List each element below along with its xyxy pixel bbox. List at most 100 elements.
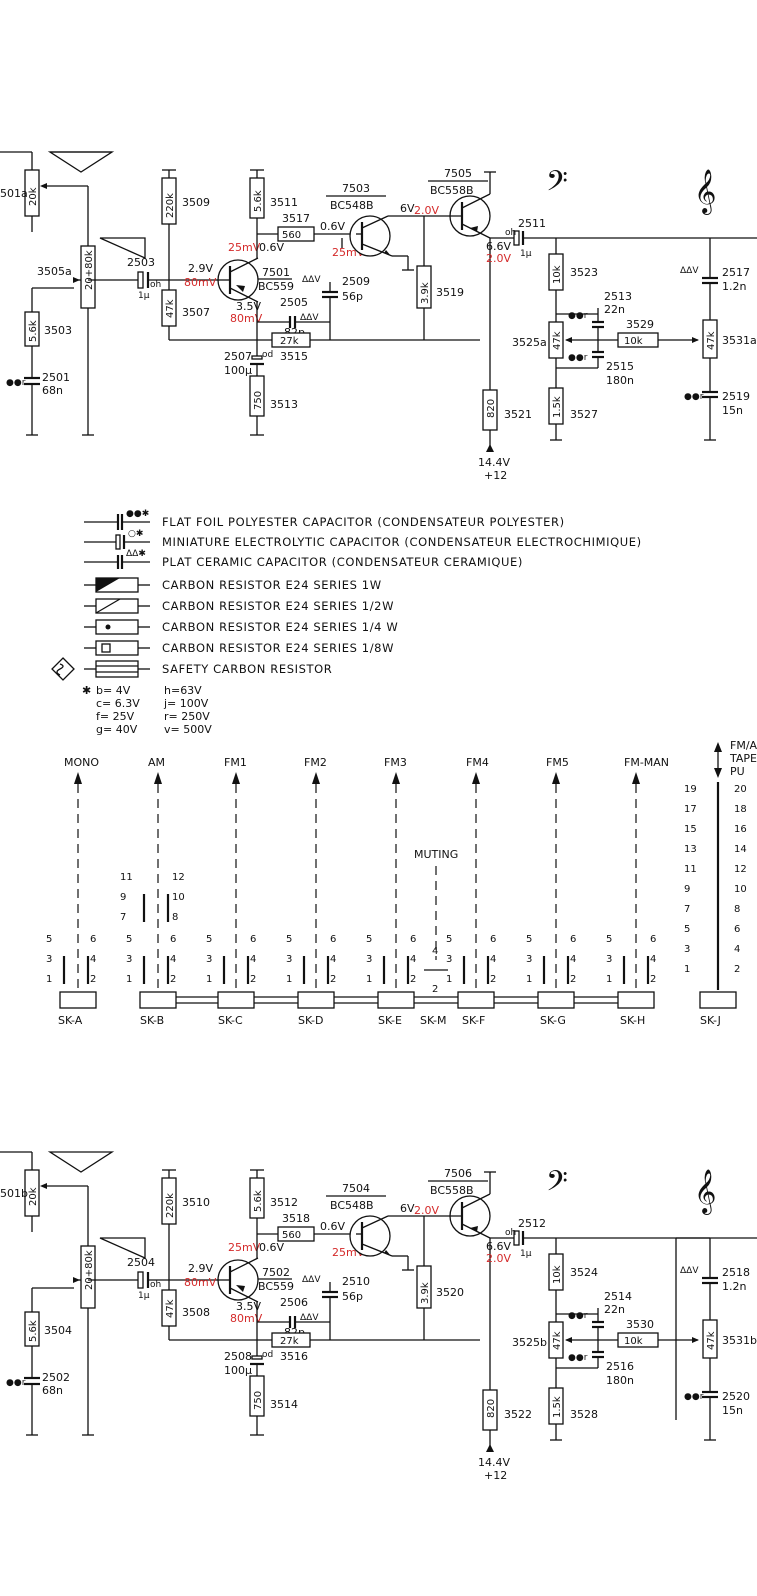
svg-text:1: 1 xyxy=(206,974,212,985)
svg-text:FLAT FOIL POLYESTER CAPACITOR: FLAT FOIL POLYESTER CAPACITOR (CONDENSAT… xyxy=(162,515,565,529)
svg-text:4: 4 xyxy=(330,954,336,965)
svg-text:4: 4 xyxy=(410,954,416,965)
svg-text:820: 820 xyxy=(486,1399,497,1418)
svg-text:2: 2 xyxy=(650,974,656,985)
svg-text:7504: 7504 xyxy=(342,1182,370,1195)
svg-text:+12: +12 xyxy=(484,469,507,482)
stage1-loads-b: 5.6k 3512 560 3518 0.6V 25mV 2506 82p ΔΔ… xyxy=(224,1169,370,1436)
svg-text:3525b: 3525b xyxy=(512,1336,547,1349)
svg-text:10k: 10k xyxy=(552,265,563,284)
output-coupling-cap-b: 2512 oh 1µ xyxy=(490,1217,757,1259)
svg-text:750: 750 xyxy=(253,391,264,410)
svg-text:2: 2 xyxy=(170,974,176,985)
svg-text:ΔΔV: ΔΔV xyxy=(300,313,319,323)
svg-text:20+80k: 20+80k xyxy=(84,1250,95,1290)
balance-control-b: 20k 501b xyxy=(0,1151,115,1246)
svg-text:3530: 3530 xyxy=(626,1318,654,1331)
safety-diamond-icon xyxy=(51,657,75,681)
svg-text:501b: 501b xyxy=(0,1187,28,1200)
svg-text:BC548B: BC548B xyxy=(330,1199,374,1212)
svg-text:14.4V: 14.4V xyxy=(478,1456,510,1469)
svg-text:10k: 10k xyxy=(624,1336,643,1347)
svg-text:2: 2 xyxy=(90,974,96,985)
legend-row-electrolytic: ○✱ MINIATURE ELECTROLYTIC CAPACITOR (CON… xyxy=(84,529,642,550)
bias-network-b: 220k 3510 47k 3508 xyxy=(161,1169,480,1341)
svg-text:13: 13 xyxy=(684,844,697,855)
svg-text:4: 4 xyxy=(734,944,740,955)
svg-text:g= 40V: g= 40V xyxy=(96,723,138,736)
svg-text:2508: 2508 xyxy=(224,1350,252,1363)
svg-text:6V: 6V xyxy=(400,202,415,215)
treble-clef-icon: 𝄞 xyxy=(694,169,716,215)
svg-text:3505a: 3505a xyxy=(37,265,72,278)
svg-text:ΔΔV: ΔΔV xyxy=(300,1313,319,1323)
svg-text:●●r: ●●r xyxy=(684,1392,704,1402)
svg-text:od: od xyxy=(262,350,273,360)
svg-text:5.6k: 5.6k xyxy=(28,320,39,342)
svg-text:FM4: FM4 xyxy=(466,756,489,769)
resistor-3520: 3.9k 3520 xyxy=(416,1216,464,1340)
voltage-code-table: ✱ b= 4V c= 6.3V f= 25V g= 40V h=63V j= 1… xyxy=(82,684,212,736)
svg-text:1.2n: 1.2n xyxy=(722,1280,746,1293)
svg-text:2: 2 xyxy=(490,974,496,985)
svg-text:BC559: BC559 xyxy=(258,1280,294,1293)
svg-text:6V: 6V xyxy=(400,1202,415,1215)
svg-text:220k: 220k xyxy=(165,193,176,218)
svg-text:0.6V: 0.6V xyxy=(259,241,284,254)
svg-text:25mV: 25mV xyxy=(228,1241,261,1254)
svg-text:2510: 2510 xyxy=(342,1275,370,1288)
svg-text:FM1: FM1 xyxy=(224,756,247,769)
svg-text:14.4V: 14.4V xyxy=(478,456,510,469)
svg-text:ΔΔV: ΔΔV xyxy=(680,1266,699,1276)
svg-text:14: 14 xyxy=(734,844,747,855)
svg-text:6: 6 xyxy=(170,934,176,945)
svg-text:+12: +12 xyxy=(484,1469,507,1482)
tone-network-b: 10k 3524 47k 3525b 1.5k 3528 ●●r 2514 22… xyxy=(512,1237,757,1441)
svg-text:5: 5 xyxy=(366,934,372,945)
svg-text:3527: 3527 xyxy=(570,408,598,421)
channel-a: 20k 501a 20+80k 3505a 5.6k 3503 xyxy=(0,151,757,482)
svg-text:3511: 3511 xyxy=(270,196,298,209)
svg-text:7503: 7503 xyxy=(342,182,370,195)
svg-text:68n: 68n xyxy=(42,1384,63,1397)
svg-text:SK-D: SK-D xyxy=(298,1014,323,1027)
bass-clef-icon: 𝄢 xyxy=(546,165,568,205)
svg-text:2516: 2516 xyxy=(606,1360,634,1373)
svg-text:7505: 7505 xyxy=(444,167,472,180)
svg-text:0.6V: 0.6V xyxy=(320,220,345,233)
svg-text:3525a: 3525a xyxy=(512,336,547,349)
svg-text:8: 8 xyxy=(734,904,740,915)
svg-text:15n: 15n xyxy=(722,1404,743,1417)
svg-text:SK-M: SK-M xyxy=(420,1014,447,1027)
svg-text:3518: 3518 xyxy=(282,1212,310,1225)
svg-text:9: 9 xyxy=(120,892,126,903)
svg-text:ΔΔV: ΔΔV xyxy=(680,266,699,276)
svg-text:2: 2 xyxy=(432,984,438,995)
svg-text:19: 19 xyxy=(684,784,697,795)
svg-text:7506: 7506 xyxy=(444,1167,472,1180)
svg-text:●●r: ●●r xyxy=(568,311,588,321)
svg-text:11: 11 xyxy=(684,864,697,875)
svg-text:4: 4 xyxy=(90,954,96,965)
svg-text:47k: 47k xyxy=(706,331,717,350)
svg-text:MINIATURE ELECTROLYTIC CAPACI: MINIATURE ELECTROLYTIC CAPACITOR (CONDEN… xyxy=(162,535,642,549)
treble-clef-icon: 𝄞 xyxy=(694,1169,716,1215)
channel-b: 20k 501b 20+80k 5.6k 3504 ●●r xyxy=(0,1151,757,1482)
svg-text:750: 750 xyxy=(253,1391,264,1410)
svg-text:6: 6 xyxy=(410,934,416,945)
svg-text:6: 6 xyxy=(330,934,336,945)
svg-text:7501: 7501 xyxy=(262,266,290,279)
svg-text:●●r: ●●r xyxy=(568,1353,588,1363)
svg-text:6.6V: 6.6V xyxy=(486,1240,511,1253)
svg-text:SK-H: SK-H xyxy=(620,1014,645,1027)
svg-text:FM2: FM2 xyxy=(304,756,327,769)
svg-text:6.6V: 6.6V xyxy=(486,240,511,253)
svg-text:1µ: 1µ xyxy=(138,291,150,301)
svg-text:7: 7 xyxy=(684,904,690,915)
svg-text:3521: 3521 xyxy=(504,408,532,421)
svg-text:47k: 47k xyxy=(552,331,563,350)
svg-text:80mV: 80mV xyxy=(230,312,263,325)
svg-text:3517: 3517 xyxy=(282,212,310,225)
svg-text:●●r: ●●r xyxy=(568,353,588,363)
svg-text:CARBON RESISTOR E24 SERIES: CARBON RESISTOR E24 SERIES 1W xyxy=(162,578,382,592)
